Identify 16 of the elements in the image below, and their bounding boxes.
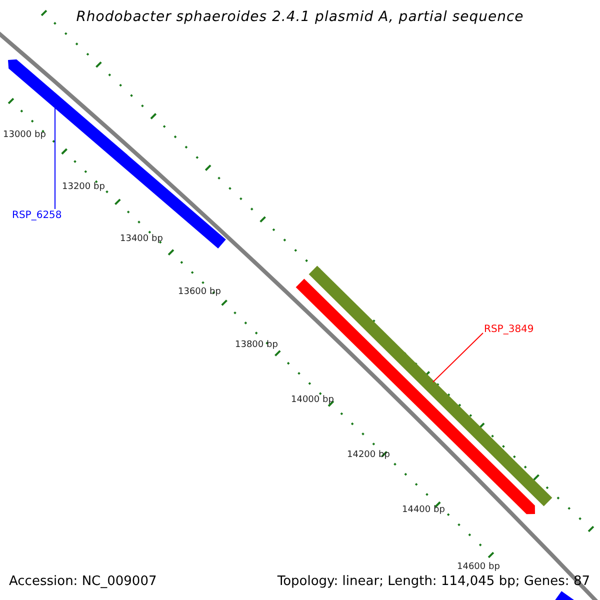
- gene-label: RSP_6258: [12, 210, 62, 221]
- summary-text: Topology: linear; Length: 114,045 bp; Genes: 87: [277, 574, 590, 589]
- tick-label: 14600 bp: [457, 562, 500, 572]
- tick-label: 13600 bp: [178, 287, 221, 297]
- gene-label: RSP_3849: [484, 324, 534, 335]
- tick-label: 14200 bp: [347, 450, 390, 460]
- tick-label: 14000 bp: [291, 395, 334, 405]
- leader-line: [54, 106, 56, 210]
- leader-line: [432, 332, 484, 382]
- tick-label: 14400 bp: [402, 505, 445, 515]
- tick-label: 13400 bp: [120, 234, 163, 244]
- tick-label: 13000 bp: [3, 130, 46, 140]
- accession-text: Accession: NC_009007: [9, 574, 157, 589]
- tick-label: 13800 bp: [235, 340, 278, 350]
- tick-label: 13200 bp: [62, 182, 105, 192]
- title: Rhodobacter sphaeroides 2.4.1 plasmid A, partial sequence: [76, 9, 524, 25]
